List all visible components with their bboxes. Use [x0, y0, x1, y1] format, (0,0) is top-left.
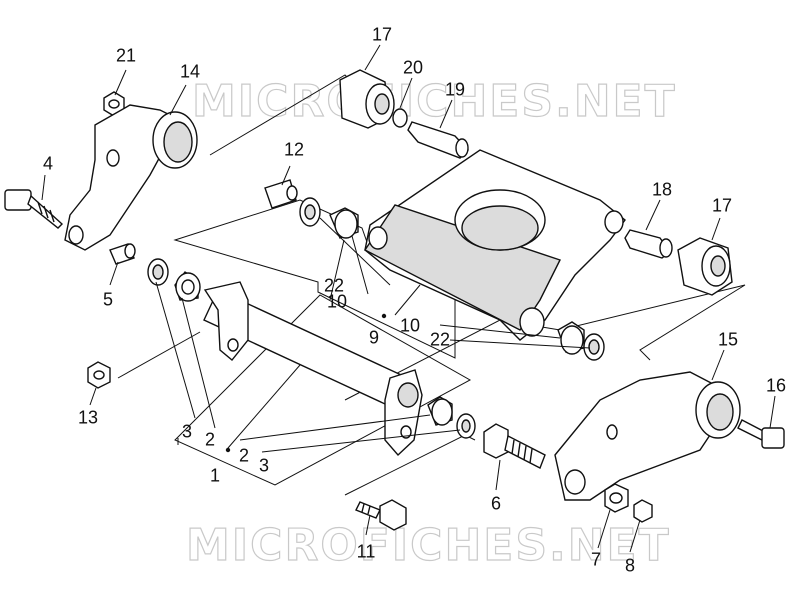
bracket-part-15	[554, 371, 741, 501]
callout-17a: 17	[371, 24, 393, 45]
seal-part-22-left	[299, 197, 321, 227]
callout-12: 12	[283, 139, 305, 160]
callout-20: 20	[402, 57, 424, 78]
callout-9: 9	[368, 327, 380, 348]
sleeve-part-19	[407, 121, 469, 159]
group-14-bracket	[209, 74, 351, 156]
callout-13: 13	[77, 407, 99, 428]
callout-22b: 22	[429, 329, 451, 350]
ring-part-20	[392, 108, 408, 128]
callout-2b: 2	[238, 445, 250, 466]
callout-7: 7	[590, 549, 602, 570]
callout-14: 14	[179, 61, 201, 82]
bushing-part-2-right	[427, 396, 453, 426]
nut-part-13	[87, 361, 111, 389]
pivot-shaft-part-1	[203, 281, 423, 457]
bolt-part-4	[4, 189, 64, 229]
callout-10b: 10	[399, 315, 421, 336]
bushing-part-10-left	[329, 207, 359, 239]
seal-part-22-right	[583, 333, 605, 361]
nut-part-7	[604, 483, 629, 513]
callout-4: 4	[42, 153, 54, 174]
callout-2a: 2	[204, 429, 216, 450]
callout-21: 21	[115, 45, 137, 66]
callout-3b: 3	[258, 455, 270, 476]
leader-lines	[41, 44, 776, 553]
callout-5: 5	[102, 289, 114, 310]
swing-arm-part-9	[363, 149, 626, 341]
sleeve-part-18	[624, 229, 673, 259]
spacer-part-12	[264, 179, 298, 209]
callout-18: 18	[651, 179, 673, 200]
callout-17b: 17	[711, 195, 733, 216]
callout-6: 6	[490, 493, 502, 514]
nut-part-21	[103, 91, 125, 117]
leader-13	[117, 331, 201, 379]
callout-19: 19	[444, 79, 466, 100]
watermark-top: MICROFICHES.NET	[191, 75, 677, 127]
bracket-part-14	[64, 104, 198, 251]
callout-16: 16	[765, 375, 787, 396]
nut-part-8	[633, 499, 653, 523]
watermark-bottom: MICROFICHES.NET	[185, 519, 671, 571]
callout-1: 1	[209, 465, 221, 486]
bolt-part-11	[355, 499, 407, 531]
callout-3a: 3	[181, 421, 193, 442]
callout-22a: 22	[323, 275, 345, 296]
group-15-bracket	[344, 284, 746, 401]
seal-part-3-left	[147, 258, 169, 286]
threaded-pin-part-6	[483, 423, 546, 469]
callout-8: 8	[624, 555, 636, 576]
callout-15: 15	[717, 329, 739, 350]
spacer-part-5	[109, 243, 136, 265]
callout-11: 11	[356, 541, 376, 562]
silent-block-part-17-right	[677, 237, 733, 296]
seal-part-3-right	[456, 413, 476, 439]
bushing-part-2-left	[174, 271, 201, 302]
bolt-part-16	[737, 419, 785, 449]
bushing-part-10-right	[557, 321, 585, 355]
callout-10a: 10	[326, 291, 348, 312]
silent-block-part-17-top	[339, 69, 395, 129]
